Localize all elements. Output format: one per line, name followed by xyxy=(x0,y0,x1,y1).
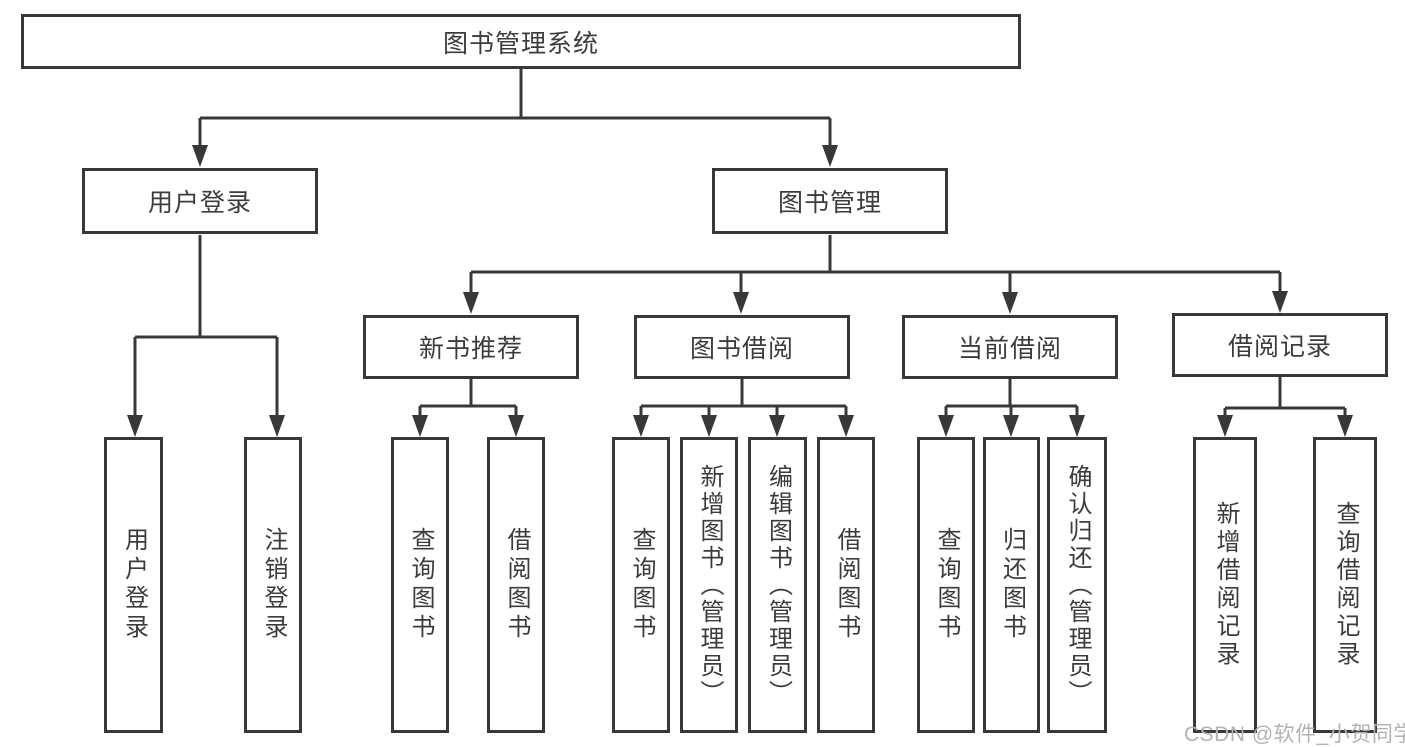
csdn-watermark: CSDN @软件_小贺同学 xyxy=(1184,723,1405,746)
leaf-user-login: 用户登录 xyxy=(104,437,163,733)
leaf-borrow-books: 借阅图书 xyxy=(817,437,875,733)
leaf-query-books-recommend: 查询图书 xyxy=(391,437,449,733)
node-book-management: 图书管理 xyxy=(712,168,948,234)
node-user-login: 用户登录 xyxy=(82,168,318,234)
node-book-borrow: 图书借阅 xyxy=(634,315,850,379)
leaf-confirm-return-admin: 确认归还（管理员） xyxy=(1047,437,1107,733)
node-new-book-recommend: 新书推荐 xyxy=(363,315,579,379)
leaf-edit-books-admin: 编辑图书（管理员） xyxy=(748,437,807,733)
leaf-add-borrow-record: 新增借阅记录 xyxy=(1193,437,1257,733)
leaf-borrow-books-recommend: 借阅图书 xyxy=(487,437,545,733)
leaf-return-books: 归还图书 xyxy=(983,437,1040,733)
leaf-query-borrow-record: 查询借阅记录 xyxy=(1313,437,1377,733)
node-borrow-records: 借阅记录 xyxy=(1172,313,1388,377)
node-current-borrow: 当前借阅 xyxy=(902,315,1118,379)
leaf-query-books-current: 查询图书 xyxy=(917,437,975,733)
leaf-logout: 注销登录 xyxy=(244,437,302,733)
node-root-library-system: 图书管理系统 xyxy=(21,14,1021,69)
leaf-add-books-admin: 新增图书（管理员） xyxy=(680,437,738,733)
leaf-query-books-borrow: 查询图书 xyxy=(612,437,670,733)
